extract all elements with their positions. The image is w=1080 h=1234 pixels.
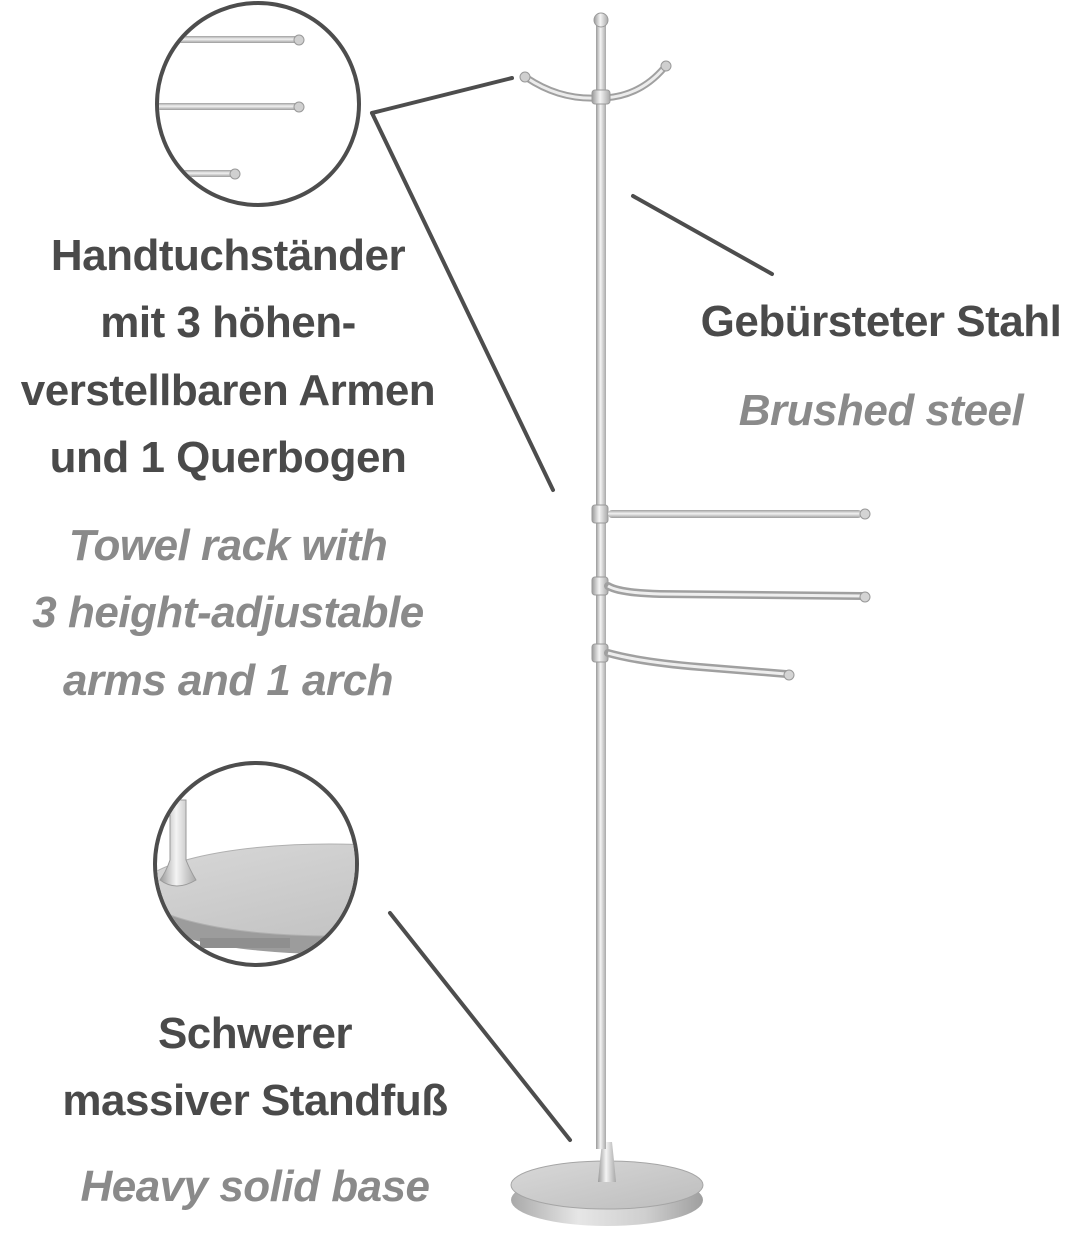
callout-line-arch — [370, 76, 514, 115]
steel-de-line-1: Gebürsteter Stahl — [700, 297, 1062, 346]
arms-callout-english: Towel rack with 3 height-adjustable arms… — [0, 521, 456, 705]
towel-arm-2 — [591, 576, 871, 603]
base-de-line-1: Schwerer — [157, 1009, 353, 1058]
steel-callout-english: Brushed steel — [682, 386, 1080, 435]
arms-de-line-2: mit 3 höhen- — [100, 298, 356, 348]
towel-arm-3 — [591, 643, 795, 681]
callout-lines — [370, 76, 774, 1142]
callout-line-arms — [370, 111, 555, 492]
magnifier-circle-base — [153, 761, 359, 967]
base-callout-german: Schwerer massiver Standfuß — [20, 1009, 490, 1126]
steel-en-line-1: Brushed steel — [738, 386, 1024, 435]
base-de-line-2: massiver Standfuß — [62, 1076, 448, 1126]
arms-callout-german: Handtuchständer mit 3 höhen- verstellbar… — [0, 231, 456, 483]
arms-en-line-2: 3 height-adjustable — [32, 588, 424, 638]
arms-de-line-4: und 1 Querbogen — [49, 433, 407, 483]
callout-line-steel — [631, 194, 774, 276]
towel-arm-1 — [591, 504, 871, 524]
arms-en-line-3: arms and 1 arch — [63, 655, 394, 705]
top-arch — [523, 64, 668, 102]
stand-base — [510, 1142, 704, 1226]
pole-finial — [593, 12, 609, 28]
magnifier-circle-arms — [155, 1, 361, 207]
callout-line-base — [388, 911, 572, 1142]
steel-callout-german: Gebürsteter Stahl — [682, 297, 1080, 346]
arms-en-line-1: Towel rack with — [68, 521, 388, 570]
base-callout-english: Heavy solid base — [20, 1162, 490, 1211]
base-en-line-1: Heavy solid base — [80, 1162, 430, 1211]
arms-de-line-3: verstellbaren Armen — [20, 365, 436, 415]
arms-de-line-1: Handtuchständer — [50, 231, 406, 280]
